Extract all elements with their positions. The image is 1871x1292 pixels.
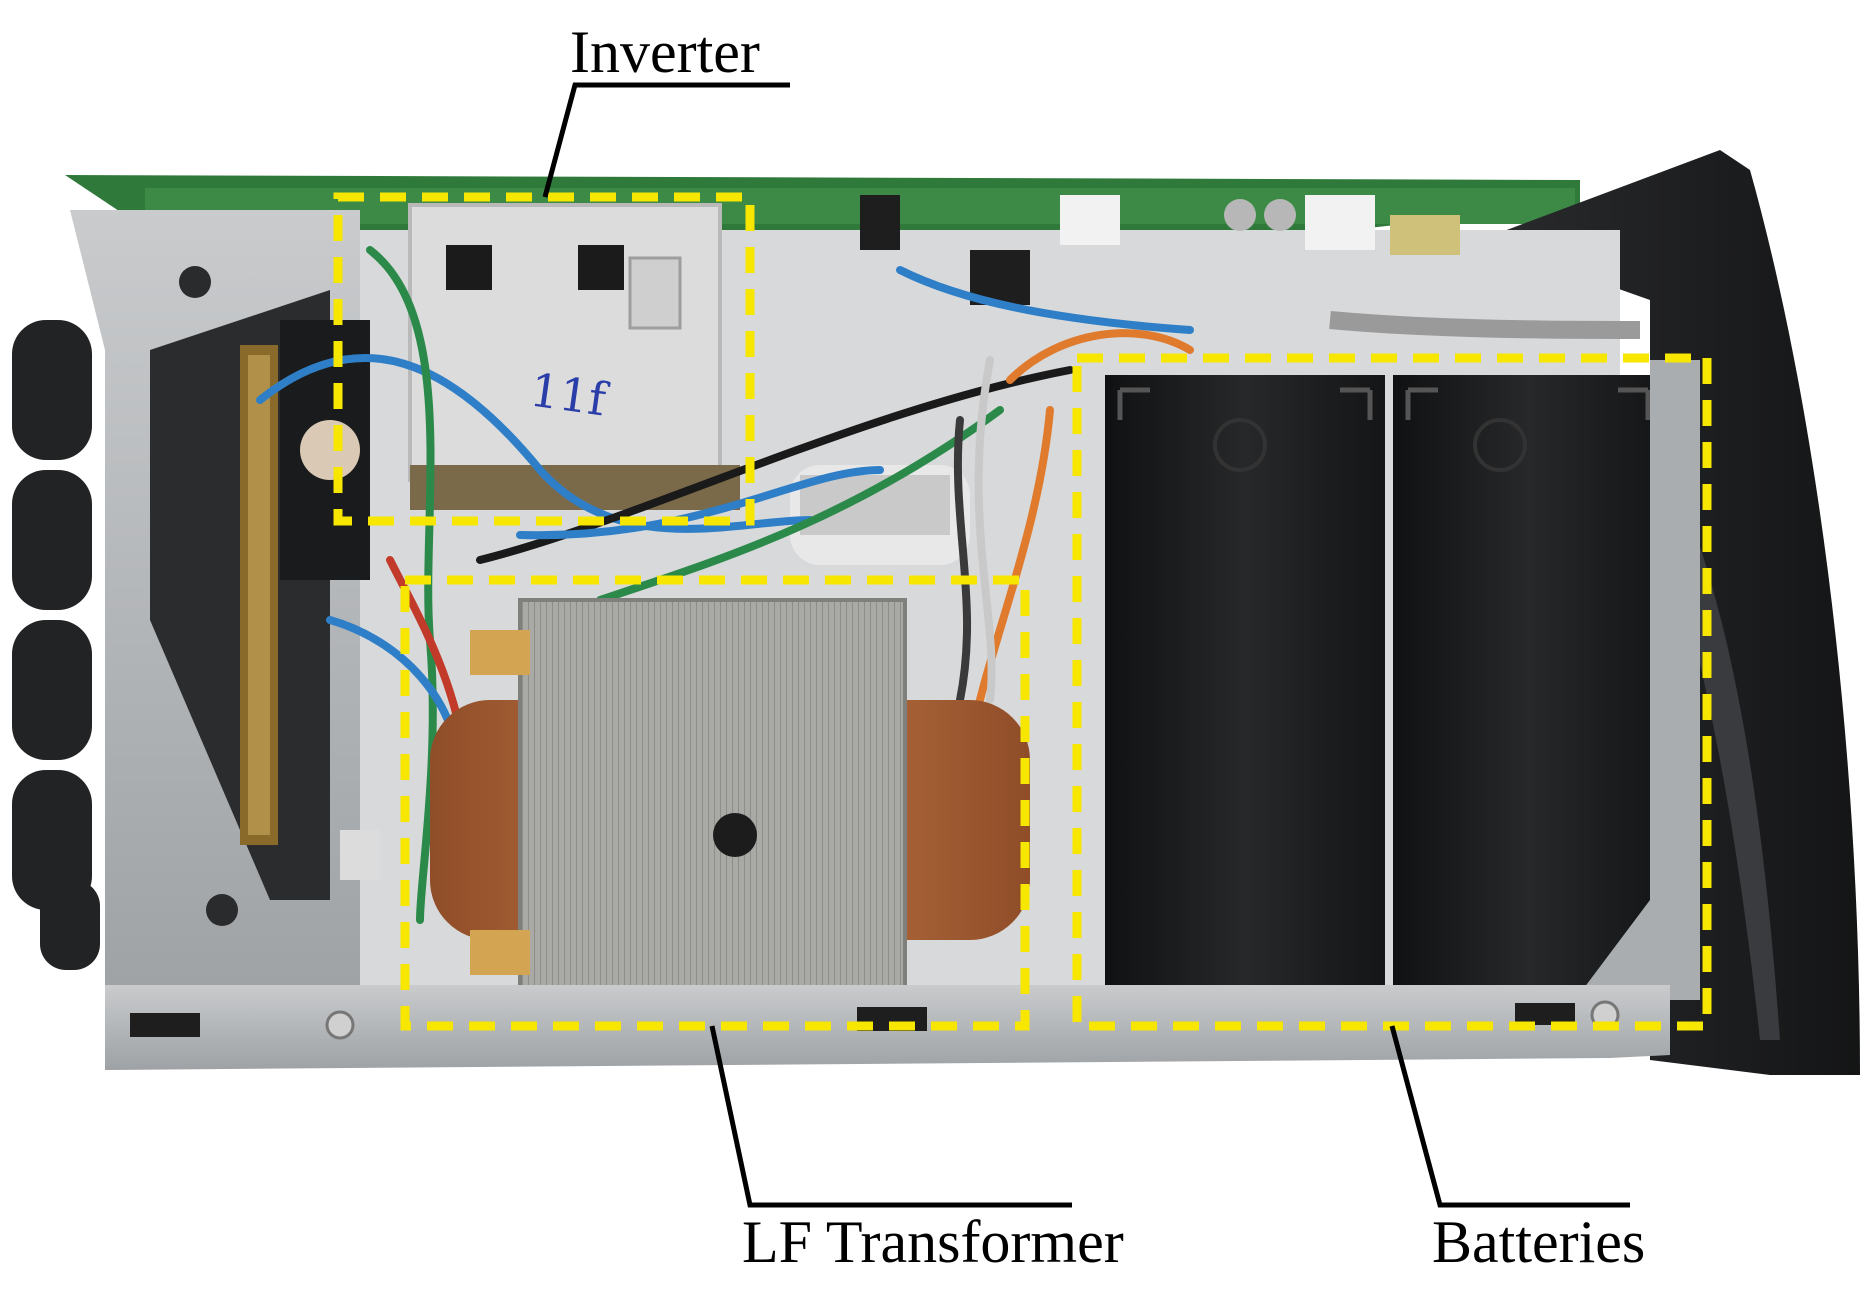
wiring-harness: [256, 246, 1194, 924]
transformer-core: [520, 600, 905, 1000]
connector-white: [340, 830, 380, 880]
transformer-bolt: [713, 813, 757, 857]
inverter-leader-line: [542, 82, 790, 198]
bracket-hole-top: [179, 266, 211, 298]
annotations: Inverter LF Transformer Batteries: [333, 19, 1712, 1275]
bracket-clip: [628, 256, 682, 330]
mosfet-2: [578, 245, 624, 290]
lf-transformer: [430, 598, 1030, 1002]
inverter-label: Inverter: [570, 19, 760, 85]
batteries-label: Batteries: [1432, 1209, 1645, 1275]
transformer-leader-line: [709, 1025, 1072, 1208]
ribbon-cable: [1329, 311, 1641, 339]
right-bracket: [1575, 360, 1700, 1000]
mosfet-1: [446, 245, 492, 290]
heatsink-handwriting: 11f: [527, 363, 612, 427]
batteries-leader-line: [1389, 1025, 1630, 1208]
battery-pack: [1105, 375, 1663, 995]
battery-2: [1393, 375, 1663, 995]
bracket-hole-bottom: [206, 894, 238, 926]
rear-outlets: [12, 320, 100, 970]
transformer-highlight-box: [400, 575, 1030, 1031]
bezel-highlight: [1600, 380, 1780, 1040]
battery-1: [1105, 375, 1385, 995]
inverter-highlight-box: [333, 192, 755, 526]
rail-screw-left: [325, 1010, 355, 1040]
lf-transformer-label: LF Transformer: [742, 1209, 1124, 1275]
photo: 11f: [12, 150, 1860, 1075]
